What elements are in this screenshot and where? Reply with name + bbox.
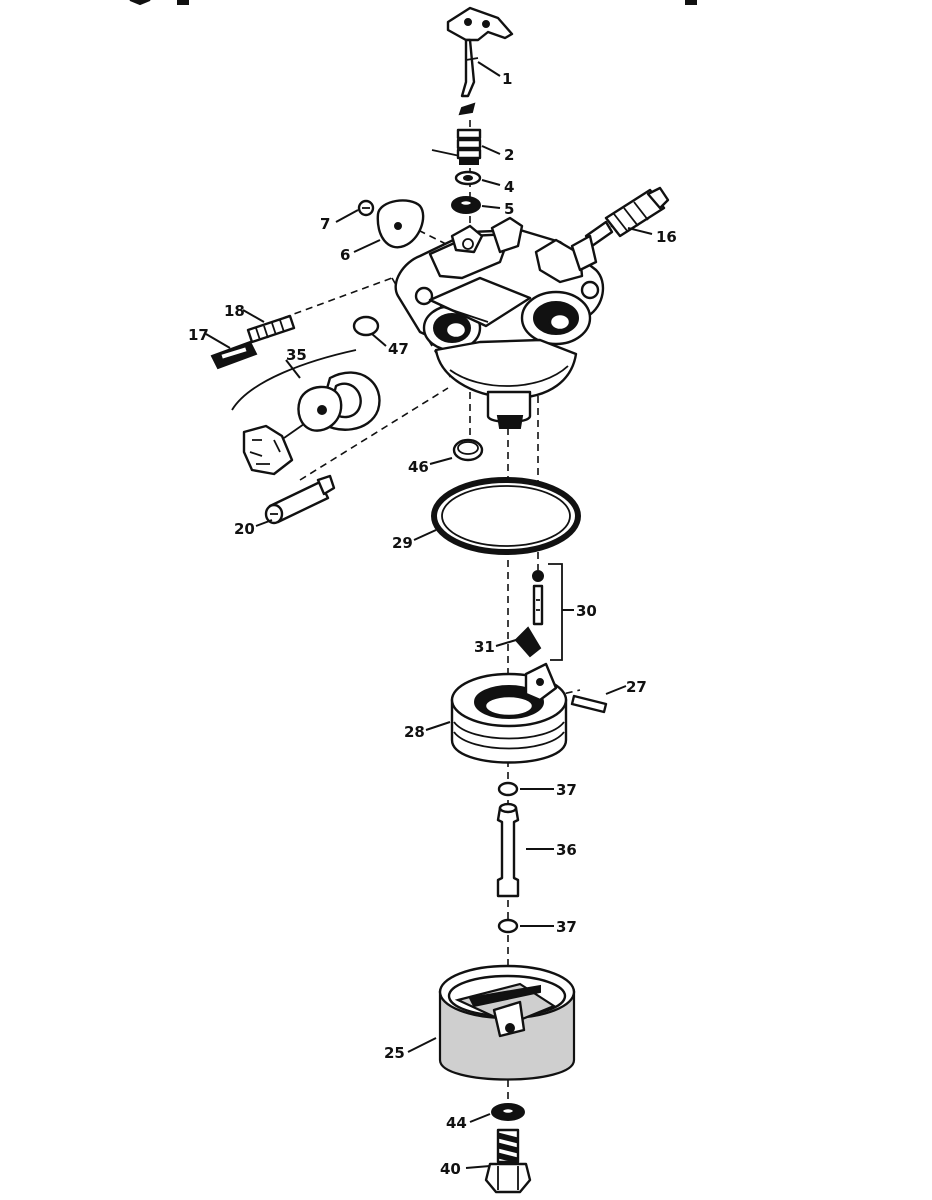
part-27-float-pin [570, 694, 608, 714]
callout-37-lower: 37 [556, 918, 577, 936]
callout-40: 40 [440, 1160, 461, 1178]
scan-artifact [177, 0, 189, 5]
callout-44: 44 [446, 1114, 467, 1132]
part-37-upper-o-ring [497, 781, 519, 797]
part-44-washer [491, 1103, 525, 1121]
part-36-main-nozzle [496, 802, 520, 898]
part-20-shaft [264, 474, 336, 525]
callout-1: 1 [502, 70, 512, 88]
callout-29: 29 [392, 534, 413, 552]
callout-28: 28 [404, 723, 425, 741]
part-28-float [450, 662, 568, 764]
part-46-seat [452, 438, 484, 462]
callout-2: 2 [504, 146, 514, 164]
part-16-fuel-fitting [584, 186, 670, 248]
part-6-choke-plate [376, 199, 425, 249]
callout-30: 30 [576, 602, 597, 620]
part-1-throttle-lever [446, 6, 514, 116]
part-47-o-ring [352, 315, 380, 337]
callout-31: 31 [474, 638, 495, 656]
scan-artifact [129, 0, 151, 6]
part-5-seal [451, 196, 481, 214]
callout-36: 36 [556, 841, 577, 859]
callout-17: 17 [188, 326, 209, 344]
callout-27: 27 [626, 678, 647, 696]
part-17-mixture-screw [210, 340, 258, 370]
part-4-washer [454, 170, 482, 186]
callout-5: 5 [504, 200, 514, 218]
callout-16: 16 [656, 228, 677, 246]
callout-20: 20 [234, 520, 255, 538]
callout-7: 7 [320, 215, 330, 233]
part-7-screw [357, 199, 375, 217]
scan-artifact [685, 0, 697, 5]
callout-47: 47 [388, 340, 409, 358]
callout-18: 18 [224, 302, 245, 320]
part-18-spring [246, 314, 296, 344]
part-2-spring [431, 128, 482, 165]
callout-35: 35 [286, 346, 307, 364]
part-40-bowl-nut [484, 1128, 532, 1194]
callout-6: 6 [340, 246, 350, 264]
part-37-lower-o-ring [497, 918, 519, 934]
part-31-float-spring [514, 626, 542, 658]
callout-25: 25 [384, 1044, 405, 1062]
part-25-float-bowl [438, 964, 576, 1081]
part-35-primer-assembly [231, 349, 381, 476]
callout-4: 4 [504, 178, 514, 196]
callout-37-upper: 37 [556, 781, 577, 799]
callout-labels: 1 2 4 5 7 6 16 18 17 35 47 46 20 29 30 3… [188, 70, 677, 1178]
callout-46: 46 [408, 458, 429, 476]
part-30-inlet-needle [532, 563, 563, 661]
callout-leaders [205, 61, 653, 1169]
part-29-bowl-gasket [431, 477, 581, 555]
carburetor-body [394, 216, 605, 429]
